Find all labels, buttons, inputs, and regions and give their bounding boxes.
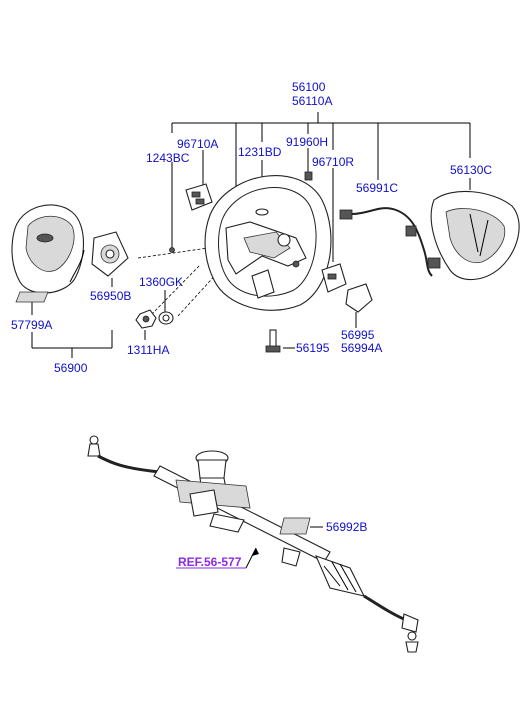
label-56994A[interactable]: 56994A xyxy=(341,341,382,355)
label-91960H[interactable]: 91960H xyxy=(286,135,328,149)
left-switch-96710A[interactable] xyxy=(185,183,213,211)
horn-cover-plate[interactable] xyxy=(91,231,129,277)
label-56992B[interactable]: 56992B xyxy=(326,520,367,534)
label-56900[interactable]: 56900 xyxy=(54,361,88,375)
label-1360GK[interactable]: 1360GK xyxy=(139,275,183,289)
steering-wheel[interactable] xyxy=(204,175,332,311)
small-bolt-1243BC[interactable] xyxy=(169,247,175,253)
label-56130C[interactable]: 56130C xyxy=(450,163,492,177)
label-56995[interactable]: 56995 xyxy=(341,328,375,342)
label-1243BC[interactable]: 1243BC xyxy=(146,151,190,165)
label-96710R[interactable]: 96710R xyxy=(312,155,354,169)
clip-91960H[interactable] xyxy=(304,171,313,181)
steering-gear[interactable] xyxy=(87,435,419,653)
nut[interactable] xyxy=(135,309,157,329)
label-plate[interactable] xyxy=(15,291,49,303)
label-1231BD[interactable]: 1231BD xyxy=(238,145,282,159)
label-96710A[interactable]: 96710A xyxy=(177,137,218,151)
part-labels: 56100 56110A 96710A 1243BC 1231BD 91960H… xyxy=(11,80,492,569)
lower-cover-56130C[interactable] xyxy=(430,190,520,281)
label-56110A[interactable]: 56110A xyxy=(292,94,332,108)
right-switch-96710R[interactable] xyxy=(321,263,347,293)
leader-lines xyxy=(31,112,471,528)
label-57799A[interactable]: 57799A xyxy=(11,318,52,332)
label-56195[interactable]: 56195 xyxy=(296,341,330,355)
label-56950B[interactable]: 56950B xyxy=(90,289,131,303)
label-1311HA[interactable]: 1311HA xyxy=(127,343,169,357)
wiring-harness[interactable] xyxy=(339,207,441,277)
washer[interactable] xyxy=(158,311,174,325)
screw-1231BD[interactable] xyxy=(255,208,269,216)
cover-56995[interactable] xyxy=(345,283,373,313)
bolt-56195[interactable] xyxy=(265,329,281,353)
label-56991C[interactable]: 56991C xyxy=(356,181,398,195)
reference-pointer xyxy=(176,547,259,569)
label-56100[interactable]: 56100 xyxy=(292,80,326,94)
airbag-module[interactable] xyxy=(11,204,85,294)
reference-label[interactable]: REF.56-577 xyxy=(178,555,242,569)
